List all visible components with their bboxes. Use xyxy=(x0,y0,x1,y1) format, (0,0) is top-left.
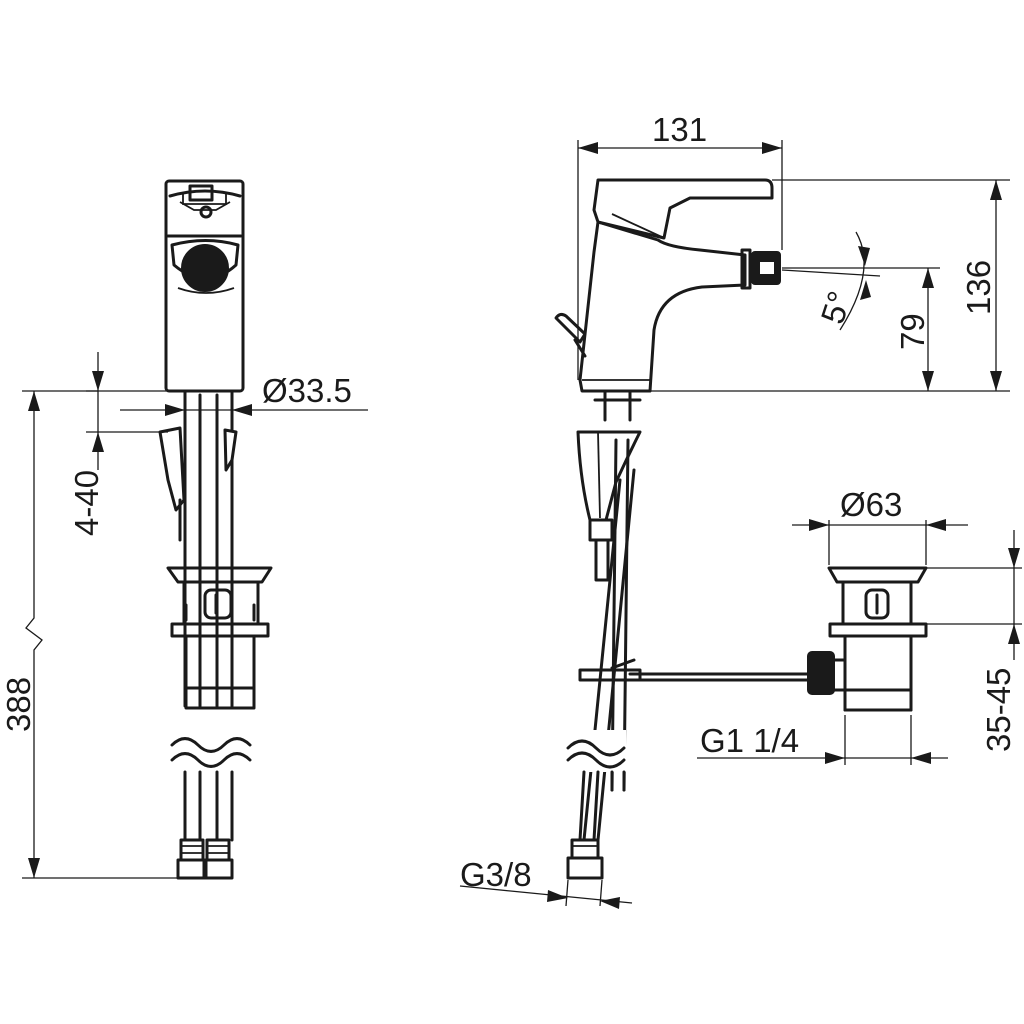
label-hose-thread: G3/8 xyxy=(460,856,532,893)
front-view: Ø33.5 4-40 388 xyxy=(0,179,368,880)
side-view: 131 136 79 5° xyxy=(459,111,1022,909)
side-break-symbol xyxy=(566,730,626,842)
side-tap-body xyxy=(578,220,747,393)
dimension-spout-angle: 5° xyxy=(781,231,881,331)
label-spout-height: 79 xyxy=(894,313,931,350)
label-deck-thickness: 4-40 xyxy=(68,470,105,536)
side-lever-handle xyxy=(592,178,774,240)
side-mounting-shank xyxy=(576,389,642,582)
dimension-deck-thickness: 4-40 xyxy=(68,352,190,536)
label-spout-angle: 5° xyxy=(813,287,858,328)
label-waste-diameter: Ø63 xyxy=(840,486,902,523)
front-waste-assembly xyxy=(166,566,273,710)
dimension-body-width: 131 xyxy=(577,111,783,380)
label-total-height: 136 xyxy=(960,260,997,315)
front-tap-body xyxy=(164,179,245,393)
side-waste-assembly xyxy=(807,566,928,712)
side-spray-head xyxy=(740,248,781,290)
dimension-spout-height: 79 xyxy=(782,267,940,391)
dimension-spout-diameter: Ø33.5 xyxy=(120,372,368,416)
dimension-waste-diameter: Ø63 xyxy=(792,486,968,565)
front-aerator-outlet xyxy=(181,244,229,292)
dimension-waste-thread: G1 1/4 xyxy=(697,715,948,765)
label-spout-diameter: Ø33.5 xyxy=(262,372,352,409)
dimension-waste-height: 35-45 xyxy=(926,530,1022,752)
dimension-hose-thread: G3/8 xyxy=(459,856,633,909)
front-break-symbol xyxy=(170,728,252,842)
front-popup-rod xyxy=(158,426,238,542)
dimension-total-height: 136 xyxy=(650,179,1010,392)
front-hose-nuts xyxy=(176,838,234,880)
side-hose-nut xyxy=(566,838,604,880)
dimension-hose-length: 388 xyxy=(0,390,190,879)
side-popup-lever xyxy=(554,312,587,358)
label-waste-thread: G1 1/4 xyxy=(700,722,799,759)
label-waste-height: 35-45 xyxy=(980,668,1017,752)
label-hose-length: 388 xyxy=(0,677,37,732)
label-body-width: 131 xyxy=(652,111,707,148)
side-pivot-rod xyxy=(578,658,814,682)
